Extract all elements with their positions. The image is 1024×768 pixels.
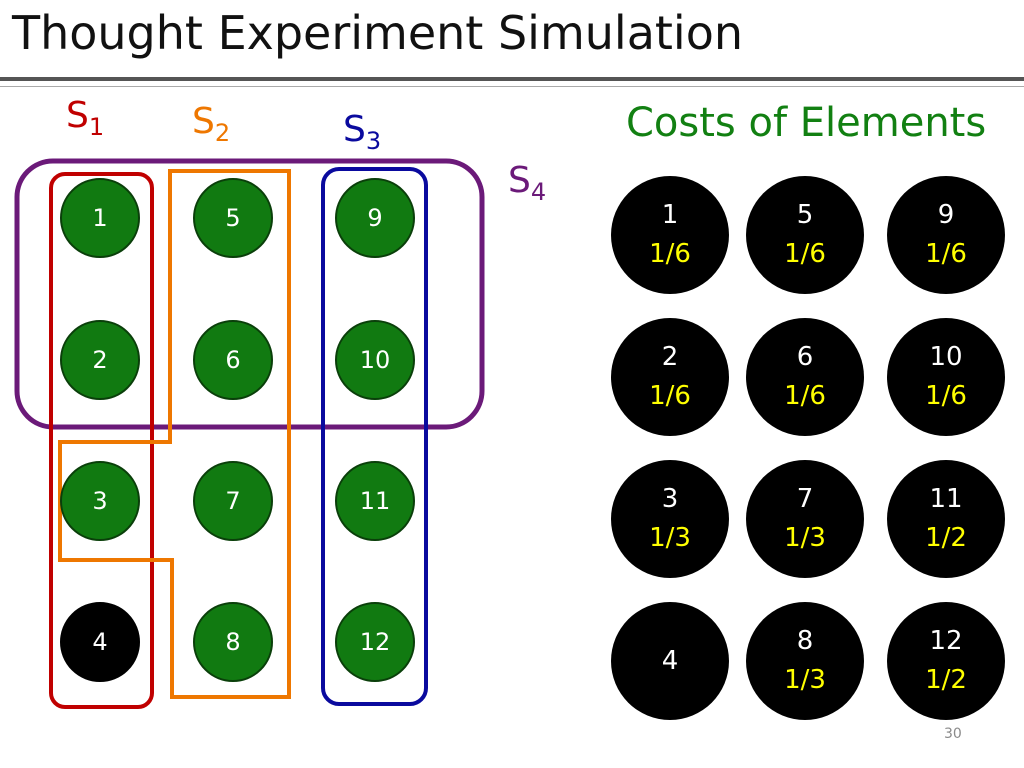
page-number: 30 (944, 726, 962, 742)
element-label: 1 (92, 204, 108, 232)
cost-element-label: 7 (796, 484, 814, 514)
element-node: 6 (193, 320, 273, 400)
set-outline-s4 (14, 158, 485, 430)
element-label: 9 (367, 204, 383, 232)
cost-value: 1/6 (925, 239, 967, 269)
element-label: 3 (92, 487, 108, 515)
cost-element-label: 8 (796, 626, 814, 656)
title-divider-thick (0, 77, 1024, 81)
set-label-s1: S1 (66, 95, 105, 141)
cost-value: 1/6 (649, 381, 691, 411)
set-outline-s2 (58, 169, 291, 699)
cost-value: 1/2 (925, 665, 967, 695)
cost-value: 1/6 (649, 239, 691, 269)
element-label: 11 (359, 487, 391, 515)
cost-element-label: 11 (929, 484, 963, 514)
element-node: 12 (335, 602, 415, 682)
element-node: 1 (60, 178, 140, 258)
element-label: 7 (225, 487, 241, 515)
element-node: 2 (60, 320, 140, 400)
cost-element-label: 9 (937, 200, 955, 230)
element-node: 3 (60, 461, 140, 541)
element-label: 12 (359, 628, 391, 656)
cost-value: 1/6 (925, 381, 967, 411)
set-label-s4: S4 (508, 160, 547, 206)
cost-element-label: 1 (661, 200, 679, 230)
set-label-s3: S3 (343, 109, 382, 155)
costs-title: Costs of Elements (626, 100, 987, 146)
cost-value: 1/3 (649, 523, 691, 553)
cost-element-label: 12 (929, 626, 963, 656)
element-node: 7 (193, 461, 273, 541)
element-label: 4 (92, 628, 108, 656)
cost-element-label: 4 (661, 645, 679, 676)
cost-value: 1/6 (784, 239, 826, 269)
element-node: 10 (335, 320, 415, 400)
cost-element-label: 2 (661, 342, 679, 372)
element-node: 4 (60, 602, 140, 682)
slide-title: Thought Experiment Simulation (12, 6, 743, 60)
cost-node: 4 (611, 602, 729, 720)
cost-element-label: 10 (929, 342, 963, 372)
element-node: 9 (335, 178, 415, 258)
cost-value: 1/3 (784, 523, 826, 553)
element-node: 8 (193, 602, 273, 682)
element-label: 6 (225, 346, 241, 374)
element-label: 5 (225, 204, 241, 232)
cost-value: 1/6 (784, 381, 826, 411)
set-label-s2: S2 (192, 101, 231, 147)
cost-value: 1/3 (784, 665, 826, 695)
element-node: 5 (193, 178, 273, 258)
element-node: 11 (335, 461, 415, 541)
cost-element-label: 5 (796, 200, 814, 230)
element-label: 10 (359, 346, 391, 374)
element-label: 2 (92, 346, 108, 374)
cost-value: 1/2 (925, 523, 967, 553)
cost-element-label: 6 (796, 342, 814, 372)
cost-element-label: 3 (661, 484, 679, 514)
set-outline-s3 (321, 167, 428, 706)
element-label: 8 (225, 628, 241, 656)
title-divider-thin (0, 86, 1024, 87)
